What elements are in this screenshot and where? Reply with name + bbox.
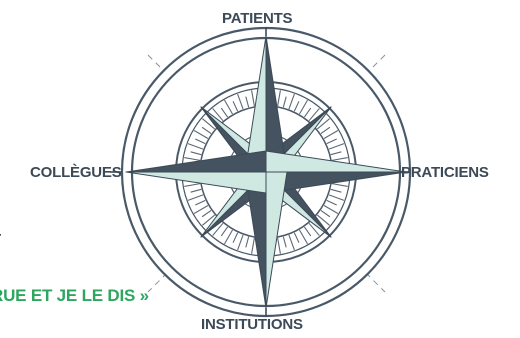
tick-mark (303, 226, 312, 237)
tick-mark (195, 199, 206, 206)
tick-mark (308, 108, 320, 122)
tick-mark (193, 205, 209, 214)
tick-mark (232, 101, 239, 112)
tick-mark (308, 222, 320, 236)
tick-mark (224, 99, 233, 115)
tick-mark (320, 126, 331, 135)
tick-mark (220, 107, 229, 118)
tick-mark (224, 229, 233, 245)
tick-mark (299, 99, 308, 115)
tick-mark (193, 130, 209, 139)
tick-mark (316, 118, 330, 130)
east-label-praticiens: PRATICIENS (401, 164, 489, 181)
tick-mark (330, 188, 342, 193)
tick-mark (326, 199, 337, 206)
tick-mark (190, 151, 202, 156)
tick-mark (331, 183, 348, 187)
tick-mark (237, 93, 244, 110)
tick-mark (184, 183, 201, 187)
tick-mark (282, 236, 287, 248)
tick-mark (232, 232, 239, 243)
tick-mark (303, 107, 312, 118)
tick-mark (202, 118, 216, 130)
west-label-collegues: COLLÈGUES (30, 164, 122, 181)
tick-mark (288, 93, 295, 110)
tick-mark (299, 229, 308, 245)
tick-mark (190, 188, 202, 193)
tick-mark (237, 234, 244, 251)
cardinal-point-dark-half (125, 150, 267, 173)
tick-mark (328, 194, 345, 201)
tick-mark (331, 157, 348, 161)
tick-mark (195, 138, 206, 145)
tick-mark (323, 205, 339, 214)
tick-mark (212, 108, 224, 122)
tick-mark (220, 226, 229, 237)
tick-mark (326, 138, 337, 145)
tick-mark (251, 237, 255, 254)
tick-mark (187, 194, 204, 201)
tick-mark (293, 232, 300, 243)
tick-mark (245, 96, 250, 108)
cropped-side-text-line1: T (0, 232, 1, 247)
tick-mark (201, 209, 212, 218)
tick-mark (293, 101, 300, 112)
tick-mark (277, 237, 281, 254)
cropped-side-quote-line2: RUE ET JE LE DIS » (0, 286, 149, 305)
north-label-patients: PATIENTS (222, 10, 293, 27)
tick-mark (251, 90, 255, 107)
tick-mark (316, 214, 330, 226)
tick-mark (184, 157, 201, 161)
tick-mark (323, 130, 339, 139)
tick-mark (201, 126, 212, 135)
tick-mark (330, 151, 342, 156)
tick-mark (202, 214, 216, 226)
tick-mark (328, 143, 345, 150)
tick-mark (320, 209, 331, 218)
tick-mark (288, 234, 295, 251)
tick-mark (212, 222, 224, 236)
compass-star (125, 35, 407, 309)
tick-mark (187, 143, 204, 150)
south-label-institutions: INSTITUTIONS (201, 316, 303, 333)
tick-mark (277, 90, 281, 107)
tick-mark (245, 236, 250, 248)
tick-mark (282, 96, 287, 108)
